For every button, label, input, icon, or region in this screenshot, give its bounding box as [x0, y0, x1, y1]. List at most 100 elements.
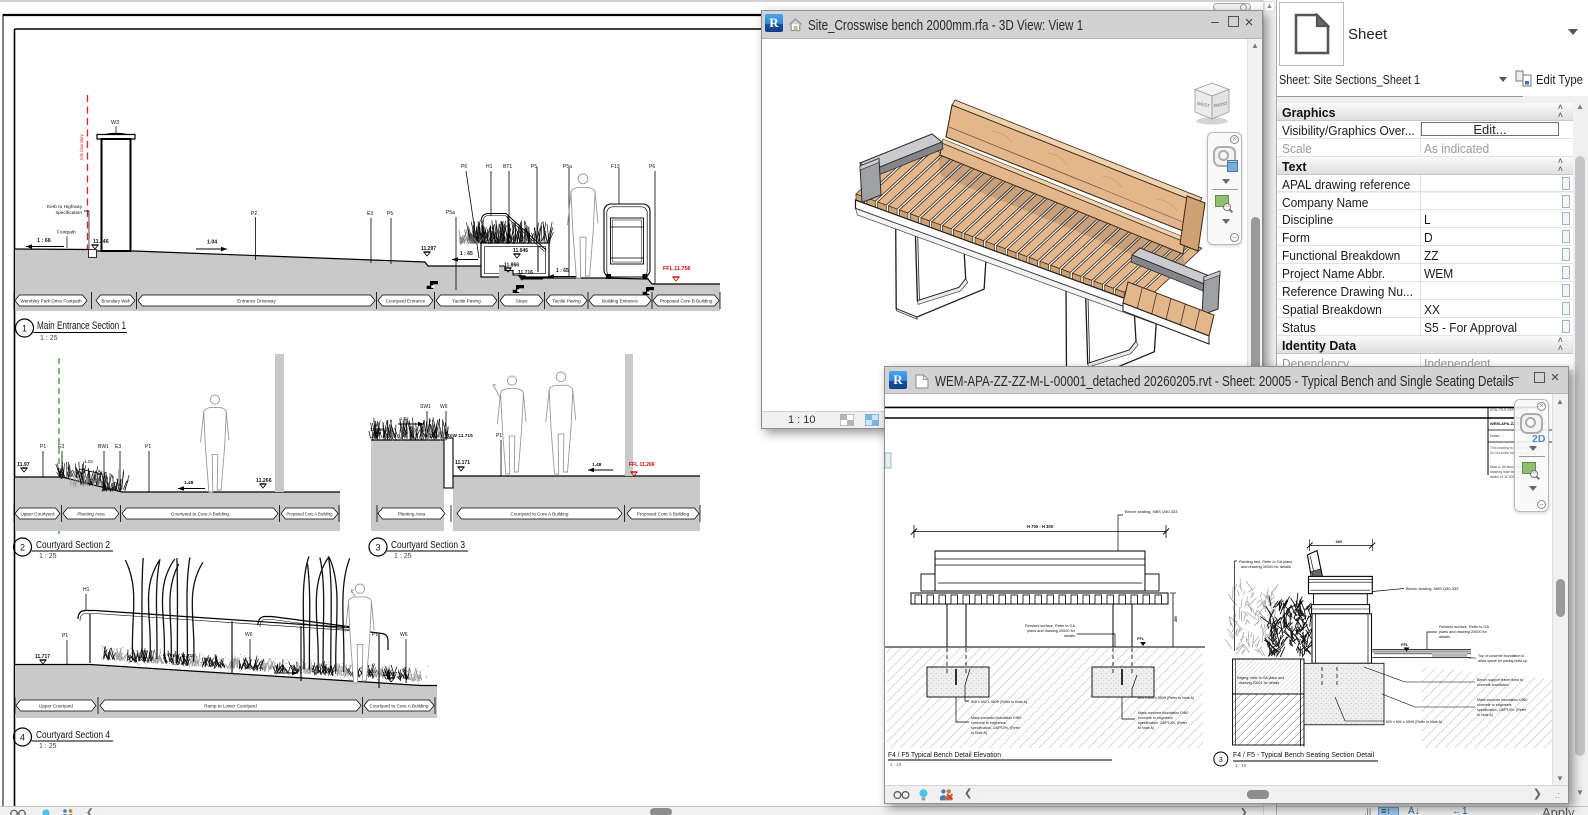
svg-text:concrete to engineers: concrete to engineers	[1477, 703, 1512, 707]
svg-text:H1: H1	[83, 587, 90, 593]
svg-text:Proposed Core A Building: Proposed Core A Building	[637, 511, 690, 516]
svg-text:Proposed Core B Building: Proposed Core B Building	[660, 298, 713, 303]
svg-text:details: details	[1439, 635, 1450, 639]
svg-text:Top of concrete foundation to: Top of concrete foundation to	[1478, 654, 1524, 658]
svg-text:FFL: FFL	[1137, 636, 1145, 641]
svg-text:600 x 600 x 350H (Refer to Not: 600 x 600 x 350H (Refer to Note A)	[971, 700, 1027, 704]
svg-text:plans and drawing 20000 for: plans and drawing 20000 for	[1439, 630, 1488, 634]
svg-text:concrete to engineers: concrete to engineers	[1138, 716, 1173, 720]
svg-text:Bench support frame fixed to: Bench support frame fixed to	[1477, 678, 1523, 682]
svg-text:P2: P2	[251, 211, 257, 217]
svg-text:11.646: 11.646	[513, 248, 528, 254]
svg-text:Notes: Notes	[1490, 434, 1500, 438]
svg-text:F4 / F5 - Typical Bench Seatin: F4 / F5 - Typical Bench Seating Section …	[1233, 750, 1374, 759]
svg-text:1: 1	[22, 324, 27, 334]
svg-text:P1: P1	[62, 633, 68, 639]
svg-text:H1: H1	[486, 164, 493, 170]
svg-text:Tactile Paving: Tactile Paving	[552, 298, 581, 303]
svg-text:1.02: 1.02	[400, 416, 409, 421]
svg-text:Boundary Wall: Boundary Wall	[102, 298, 130, 303]
svg-text:3: 3	[1219, 757, 1223, 764]
svg-text:Main Entrance Section 1: Main Entrance Section 1	[37, 320, 126, 332]
svg-text:dated 14.11.2025.: dated 14.11.2025.	[1490, 475, 1517, 479]
svg-text:Tactile Paving: Tactile Paving	[452, 298, 481, 303]
svg-text:11.597: 11.597	[382, 672, 397, 678]
svg-text:11.246: 11.246	[93, 239, 109, 245]
svg-text:SW1: SW1	[420, 404, 431, 410]
svg-text:H 700 - H 300: H 700 - H 300	[1027, 524, 1054, 529]
svg-text:Bench seating, NBS Q50-333: Bench seating, NBS Q50-333	[1406, 586, 1459, 591]
svg-text:W6: W6	[400, 632, 408, 638]
svg-text:1 : 10: 1 : 10	[1235, 763, 1247, 768]
svg-text:Entrance Driveway: Entrance Driveway	[237, 298, 276, 303]
svg-text:600 x 600 x 350H (Refer to Not: 600 x 600 x 350H (Refer to Note A)	[1386, 720, 1442, 724]
svg-text:Steps: Steps	[516, 298, 528, 303]
svg-text:FFL: FFL	[1401, 642, 1409, 647]
svg-text:Do not scale from this drawing: Do not scale from this drawing.	[1490, 451, 1537, 455]
svg-text:specification, C8/P10%, (Refer: specification, C8/P10%, (Refer	[1138, 721, 1188, 725]
svg-text:11.266: 11.266	[256, 478, 272, 484]
svg-text:11.97: 11.97	[17, 462, 30, 468]
svg-text:1.04: 1.04	[207, 240, 217, 246]
svg-text:W6: W6	[440, 404, 448, 410]
svg-text:Planting Area: Planting Area	[77, 511, 105, 516]
svg-text:F13: F13	[611, 164, 620, 170]
svg-text:P1: P1	[372, 632, 378, 638]
svg-text:P6: P6	[461, 164, 467, 170]
svg-text:P5: P5	[531, 164, 537, 170]
svg-text:Ramp to Lower Courtyard: Ramp to Lower Courtyard	[204, 703, 257, 708]
svg-text:4: 4	[20, 733, 25, 743]
svg-text:Mass concrete foundation DIN0: Mass concrete foundation DIN0	[1477, 698, 1527, 702]
svg-text:FRONT: FRONT	[1213, 100, 1229, 108]
svg-text:11.297: 11.297	[421, 246, 436, 252]
svg-text:1.48: 1.48	[592, 462, 602, 468]
svg-text:allow space for paving build-u: allow space for paving build-up	[1478, 659, 1527, 663]
svg-text:600 x 600 x 350H (Refer to Not: 600 x 600 x 350H (Refer to Note A)	[1138, 696, 1194, 700]
svg-text:specification, C8/P10%, (Refer: specification, C8/P10%, (Refer	[971, 726, 1021, 730]
svg-text:1 : 25: 1 : 25	[394, 553, 412, 560]
svg-text:E3: E3	[58, 444, 64, 450]
svg-text:Upper Courtyard: Upper Courtyard	[39, 703, 73, 708]
svg-text:APAL FILE REFERENCE: APAL FILE REFERENCE	[1490, 408, 1529, 412]
svg-text:1 : 66: 1 : 66	[37, 238, 51, 244]
svg-text:WEST: WEST	[1197, 101, 1211, 109]
svg-text:ToW 11.715: ToW 11.715	[447, 433, 473, 439]
svg-text:to Note A): to Note A)	[1477, 713, 1493, 717]
svg-text:1 : 25: 1 : 25	[39, 743, 57, 750]
svg-text:ToW 11.715: ToW 11.715	[170, 653, 195, 658]
svg-text:11.866: 11.866	[370, 427, 384, 432]
svg-text:11.171: 11.171	[455, 460, 470, 466]
svg-text:BW1: BW1	[98, 444, 109, 450]
svg-text:Planting bed, Refer to GA plan: Planting bed, Refer to GA plans	[1239, 560, 1292, 564]
svg-text:E3: E3	[367, 211, 373, 217]
svg-text:P6: P6	[649, 164, 655, 170]
svg-text:P5: P5	[387, 211, 393, 217]
svg-text:Bench seating, NBS Q50-333: Bench seating, NBS Q50-333	[1125, 509, 1178, 514]
svg-text:11.866: 11.866	[504, 263, 519, 269]
svg-text:Courtyard Section 3: Courtyard Section 3	[391, 540, 465, 551]
svg-text:drawing 20021 for details: drawing 20021 for details	[1239, 681, 1279, 685]
svg-text:2: 2	[20, 543, 25, 553]
svg-text:to Note A): to Note A)	[1138, 726, 1154, 730]
svg-text:concrete foundation: concrete foundation	[1477, 683, 1509, 687]
svg-text:P5a: P5a	[446, 210, 455, 216]
svg-text:11.716: 11.716	[518, 270, 533, 276]
svg-text:Courtyard Entrance: Courtyard Entrance	[386, 298, 426, 303]
svg-text:1 : 25: 1 : 25	[39, 553, 57, 560]
svg-text:1 : 10: 1 : 10	[890, 762, 902, 767]
svg-text:Finished surface, Refer to GA: Finished surface, Refer to GA	[1439, 625, 1489, 629]
svg-text:1 : 25: 1 : 25	[40, 335, 58, 342]
svg-text:specification: specification	[56, 210, 83, 216]
svg-text:concrete to engineers: concrete to engineers	[971, 721, 1006, 725]
svg-text:1.04: 1.04	[84, 459, 93, 464]
svg-text:E3: E3	[115, 444, 121, 450]
svg-text:Mass concrete foundation DIN0: Mass concrete foundation DIN0	[971, 716, 1021, 720]
svg-text:1.04: 1.04	[276, 665, 285, 670]
svg-text:plans and drawing 20000 for: plans and drawing 20000 for	[1027, 629, 1076, 633]
svg-text:1 : 65: 1 : 65	[556, 268, 569, 274]
svg-text:FFL 11.756: FFL 11.756	[663, 266, 690, 272]
svg-text:Courtyard to Core A Building: Courtyard to Core A Building	[171, 511, 229, 516]
svg-text:Upper Courtyard: Upper Courtyard	[21, 511, 55, 516]
svg-text:Planting Area: Planting Area	[398, 511, 426, 516]
svg-text:FFL 11.266: FFL 11.266	[629, 462, 655, 468]
